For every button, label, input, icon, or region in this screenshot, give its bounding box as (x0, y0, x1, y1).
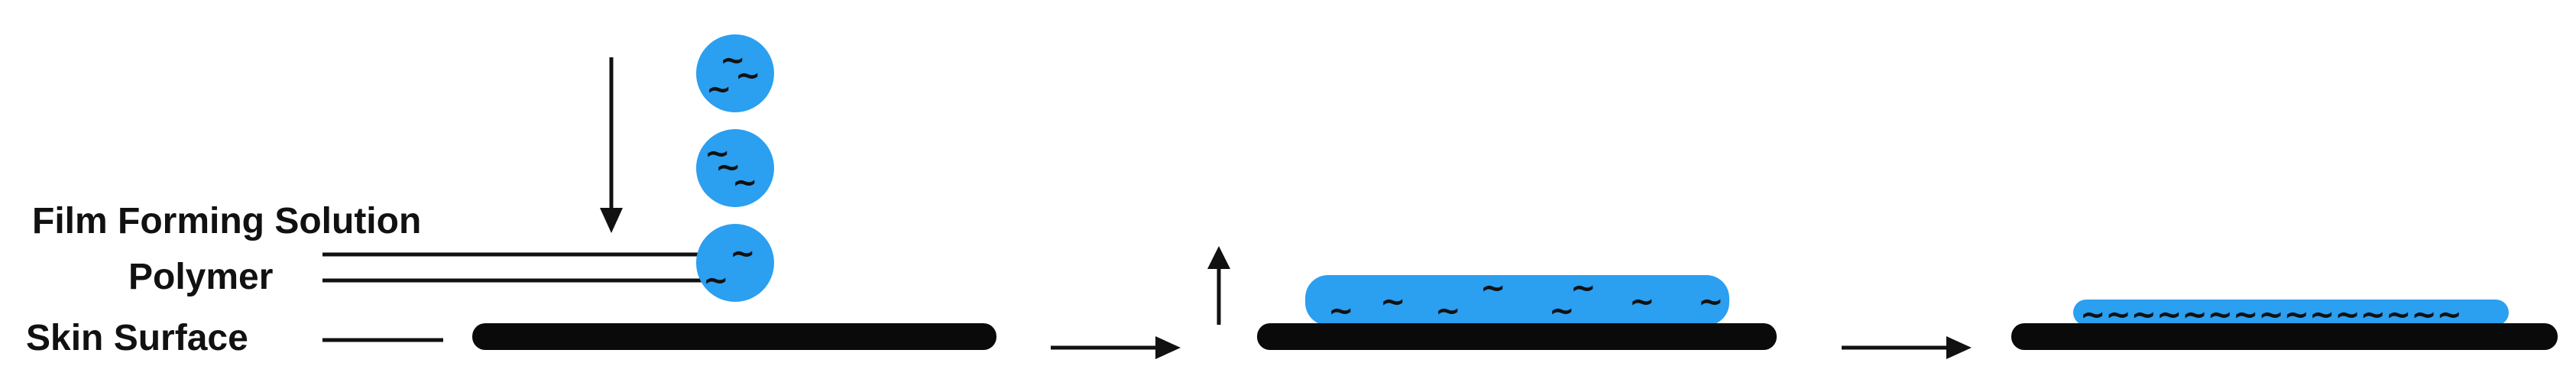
polymer-chain-icon: ~ (732, 165, 758, 200)
polymer-chain-icon: ~ (1549, 293, 1575, 329)
polymer-chain-icon: ~ (1435, 293, 1461, 329)
stage-3: ~~~~~~~~~~~~~~~ (2011, 297, 2558, 350)
polymer-chain-icon: ~ (706, 72, 732, 107)
thin-polymer-film (2073, 300, 2509, 326)
arrow-right-icon (1842, 336, 1972, 359)
polymer-chain-icon: ~ (1328, 293, 1354, 329)
skin-surface-bar (1257, 323, 1777, 350)
polymer-chain-icon: ~ (1570, 271, 1596, 306)
arrow-right-icon (1051, 336, 1181, 359)
polymer-chain-icon: ~ (703, 263, 729, 298)
spread-solution-layer (1305, 275, 1729, 326)
arrow-up-icon (1207, 246, 1230, 325)
stage-1: Film Forming Solution Polymer Skin Surfa… (26, 34, 996, 358)
stage-2: ~ ~ ~ ~ ~ ~ ~ ~ (1207, 246, 1777, 350)
skin-surface-bar (472, 323, 996, 350)
polymer-chain-icon: ~ (705, 136, 731, 171)
polymer-chain-icon: ~ (1698, 284, 1724, 319)
solution-droplet: ~ ~ ~ (696, 129, 774, 207)
solution-droplet: ~ ~ (696, 224, 774, 302)
polymer-chain-icon: ~ (720, 43, 746, 78)
polymer-chain-icon: ~ (735, 58, 761, 93)
film-forming-solution-label: Film Forming Solution (32, 201, 421, 241)
skin-surface-label: Skin Surface (26, 318, 248, 358)
polymer-chain-icon: ~ (1629, 284, 1655, 319)
skin-surface-bar (2011, 323, 2558, 350)
arrow-down-icon (600, 57, 623, 233)
polymer-chain-icon: ~ (1480, 271, 1506, 306)
polymer-chain-icon: ~ (715, 150, 741, 185)
solution-droplet: ~ ~ ~ (696, 34, 774, 112)
polymer-chain-icon: ~ (1380, 284, 1406, 319)
polymer-label: Polymer (128, 257, 273, 297)
polymer-chain-icon: ~ (730, 236, 756, 271)
